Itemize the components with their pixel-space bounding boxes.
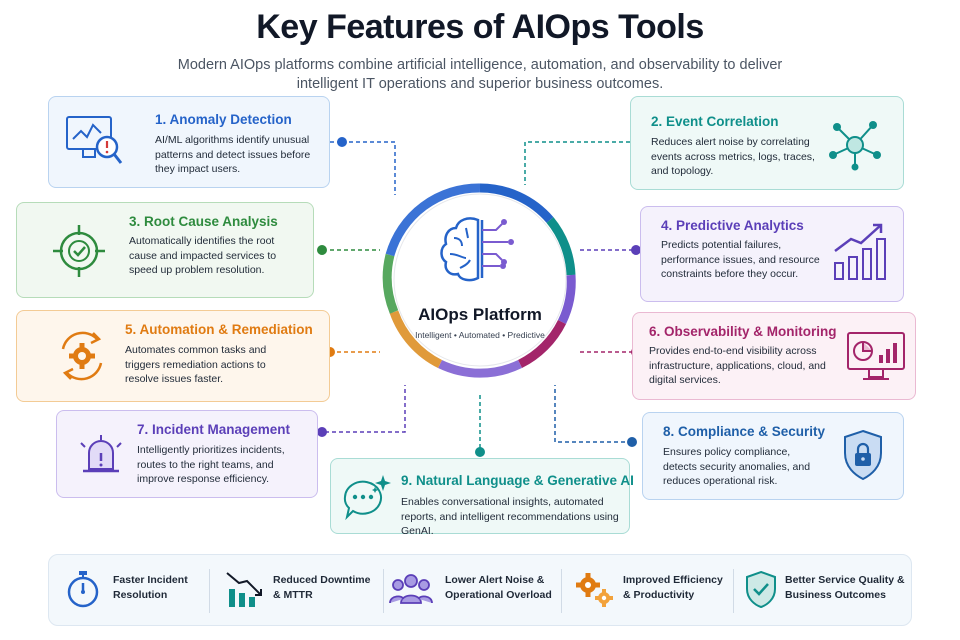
feature-description: Automatically identifies the root cause … xyxy=(129,235,277,276)
page-title: Key Features of AIOps Tools xyxy=(256,8,704,46)
feature-description: Ensures policy compliance, detects secur… xyxy=(663,446,811,487)
benefit-text: Improved Efficiency & Productivity xyxy=(623,574,723,601)
feature-title: 2. Event Correlation xyxy=(651,114,779,129)
feature-description: AI/ML algorithms identify unusual patter… xyxy=(155,134,311,175)
hub-subtitle: Intelligent • Automated • Predictive xyxy=(415,330,545,340)
feature-description: Predicts potential failures, performance… xyxy=(661,239,820,280)
aiops-platform-hub xyxy=(382,183,576,378)
benefit-text: Better Service Quality & Business Outcom… xyxy=(785,574,905,601)
gears-icon xyxy=(576,573,613,607)
stopwatch-icon xyxy=(67,571,99,608)
feature-card-compliance-security[interactable]: 8. Compliance & Security Ensures policy … xyxy=(642,412,904,500)
connector-dot-incident xyxy=(317,427,327,437)
feature-description: Reduces alert noise by correlating event… xyxy=(651,136,815,177)
page-subtitle: Modern AIOps platforms combine artificia… xyxy=(177,57,783,92)
hub-title: AIOps Platform xyxy=(418,305,542,324)
benefit-lower-alert-noise: Lower Alert Noise & Operational Overload xyxy=(389,555,565,627)
dashboard-monitor-icon xyxy=(847,332,905,380)
benefit-text: Faster Incident Resolution xyxy=(113,574,188,601)
connector-dot-genai xyxy=(475,447,485,457)
network-nodes-icon xyxy=(829,121,881,171)
brain-circuit-icon xyxy=(440,217,514,282)
hub-ring-teal xyxy=(546,217,576,276)
feature-card-predictive-analytics[interactable]: 4. Predictive Analytics Predicts potenti… xyxy=(640,206,904,302)
hub-ring-violet xyxy=(557,274,576,324)
feature-card-root-cause-analysis[interactable]: 3. Root Cause Analysis Automatically ide… xyxy=(16,202,314,298)
feature-card-event-correlation[interactable]: 2. Event Correlation Reduces alert noise… xyxy=(630,96,904,190)
downtrend-bars-icon xyxy=(226,572,262,607)
target-check-icon xyxy=(53,225,105,277)
connector-compliance xyxy=(554,385,632,443)
feature-card-incident-management[interactable]: 7. Incident Management Intelligently pri… xyxy=(56,410,318,498)
connector-correlation xyxy=(524,141,630,185)
benefit-text: Lower Alert Noise & Operational Overload xyxy=(445,574,552,601)
hub-ring-magenta xyxy=(517,319,567,369)
benefit-divider xyxy=(209,569,210,613)
feature-description: Automates common tasks and triggers reme… xyxy=(125,344,267,385)
people-group-icon xyxy=(389,574,433,604)
hub-ring-lavender xyxy=(438,359,522,378)
feature-title: 4. Predictive Analytics xyxy=(661,218,804,233)
benefit-divider xyxy=(383,569,384,613)
shield-lock-icon xyxy=(844,429,882,481)
feature-card-observability-monitoring[interactable]: 6. Observability & Monitoring Provides e… xyxy=(632,312,916,400)
shield-check-icon xyxy=(746,570,776,609)
feature-description: Intelligently prioritizes incidents, rou… xyxy=(137,444,285,485)
feature-title: 3. Root Cause Analysis xyxy=(129,214,278,229)
monitor-magnifier-icon xyxy=(66,116,123,164)
feature-description: Enables conversational insights, automat… xyxy=(401,496,619,537)
feature-card-anomaly-detection[interactable]: 1. Anomaly Detection AI/ML algorithms id… xyxy=(48,96,330,188)
feature-title: 7. Incident Management xyxy=(137,422,291,437)
benefit-better-service-quality: Better Service Quality & Business Outcom… xyxy=(739,555,911,627)
connector-dot-anomaly xyxy=(337,137,347,147)
connector-dot-compliance xyxy=(627,437,637,447)
feature-title: 9. Natural Language & Generative AI xyxy=(401,473,634,488)
connector-dot-rca xyxy=(317,245,327,255)
hub-ring-green xyxy=(382,253,399,314)
feature-card-natural-language-genai[interactable]: 9. Natural Language & Generative AI Enab… xyxy=(330,458,634,537)
connector-incident xyxy=(318,385,406,433)
hub-ring-orange xyxy=(389,310,443,369)
hub-ring-blue xyxy=(479,183,554,224)
benefit-divider xyxy=(733,569,734,613)
trend-chart-icon xyxy=(834,223,886,280)
benefit-text: Reduced Downtime & MTTR xyxy=(273,574,371,601)
benefits-bar: Faster Incident Resolution Reduced Downt… xyxy=(48,554,912,626)
benefit-divider xyxy=(561,569,562,613)
benefit-improved-efficiency: Improved Efficiency & Productivity xyxy=(571,555,741,627)
chat-sparkle-icon xyxy=(343,475,391,521)
feature-title: 8. Compliance & Security xyxy=(663,424,826,439)
feature-title: 5. Automation & Remediation xyxy=(125,322,313,337)
gear-cycle-icon xyxy=(61,331,103,381)
benefit-faster-resolution: Faster Incident Resolution xyxy=(59,555,219,627)
benefit-reduced-downtime: Reduced Downtime & MTTR xyxy=(221,555,391,627)
alarm-bell-icon xyxy=(80,435,122,473)
feature-card-automation-remediation[interactable]: 5. Automation & Remediation Automates co… xyxy=(16,310,330,402)
feature-title: 6. Observability & Monitoring xyxy=(649,324,837,339)
feature-description: Provides end-to-end visibility across in… xyxy=(649,345,826,386)
hub-ring-navy xyxy=(385,183,481,257)
feature-title: 1. Anomaly Detection xyxy=(155,112,292,127)
